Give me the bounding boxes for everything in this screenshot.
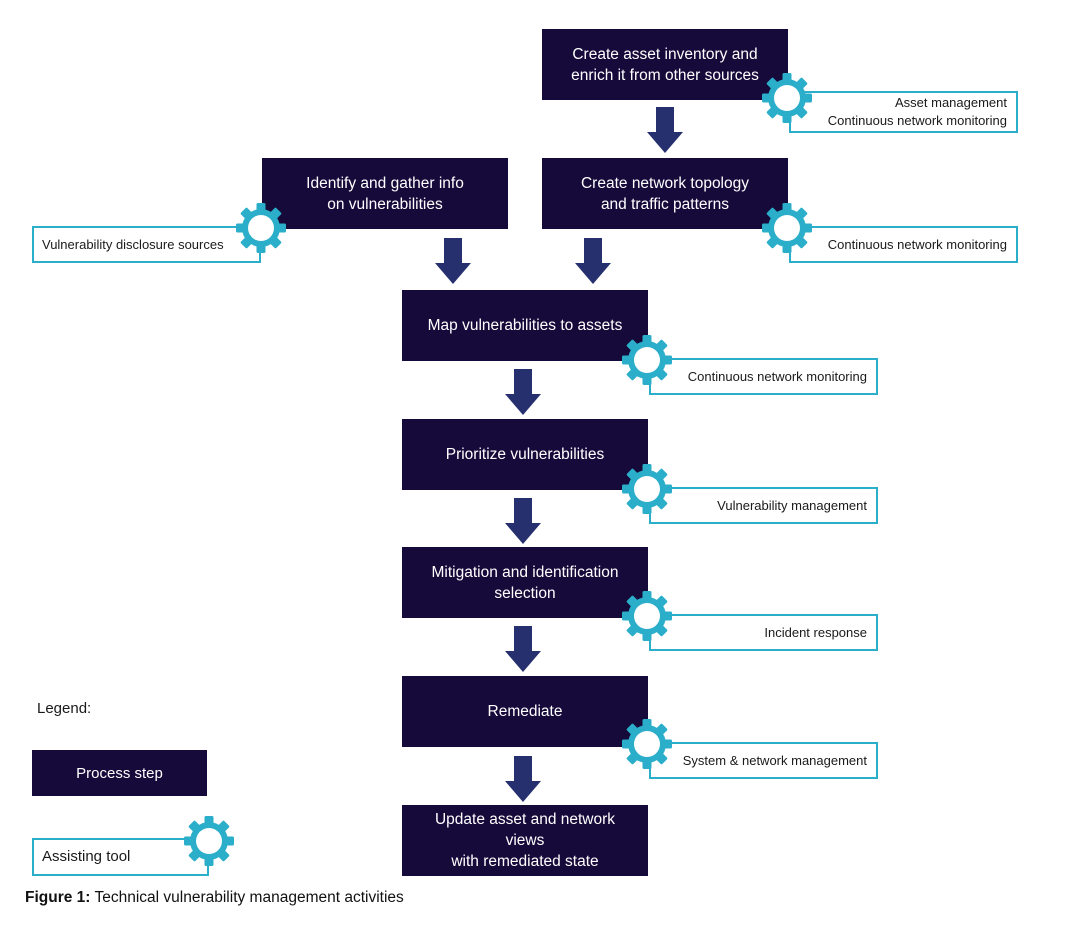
legend-assisting-tool: Assisting tool xyxy=(32,838,209,876)
tool-box-mitigation: Incident response xyxy=(649,614,878,651)
step-identify-vulnerabilities: Identify and gather info on vulnerabilit… xyxy=(262,158,508,229)
tool-label-vulnerability-management: Vulnerability management xyxy=(717,497,867,513)
step-label: Create network topology and traffic patt… xyxy=(580,174,749,213)
step-remediate: Remediate xyxy=(402,676,648,747)
legend-process-step: Process step xyxy=(32,750,207,796)
figure-caption: Figure 1: Technical vulnerability manage… xyxy=(25,889,404,907)
step-label: Create asset inventory and enrich it fro… xyxy=(571,45,759,84)
gear-icon xyxy=(183,815,235,867)
legend-assisting-tool-label: Assisting tool xyxy=(42,848,131,865)
gear-icon xyxy=(621,334,673,386)
step-create-asset-inventory: Create asset inventory and enrich it fro… xyxy=(542,29,788,100)
step-map-vulnerabilities: Map vulnerabilities to assets xyxy=(402,290,648,361)
step-update-views: Update asset and network views with reme… xyxy=(402,805,648,876)
arrow-down-icon xyxy=(435,238,471,284)
gear-icon xyxy=(761,72,813,124)
tool-label-continuous-network-monitoring: Continuous network monitoring xyxy=(827,236,1007,252)
caption-text: Technical vulnerability management activ… xyxy=(94,889,404,906)
tool-box-inventory: Asset management Continuous network moni… xyxy=(789,91,1018,133)
step-label: Prioritize vulnerabilities xyxy=(445,446,605,463)
gear-icon xyxy=(621,718,673,770)
step-label: Map vulnerabilities to assets xyxy=(427,317,623,334)
step-label: Remediate xyxy=(487,703,563,720)
step-label: Update asset and network views with reme… xyxy=(434,811,616,870)
arrow-down-icon xyxy=(505,369,541,415)
tool-label-system-network-management: System & network management xyxy=(682,752,867,768)
tool-box-prioritize: Vulnerability management xyxy=(649,487,878,524)
gear-icon xyxy=(621,590,673,642)
tool-label-vulnerability-disclosure-sources: Vulnerability disclosure sources xyxy=(42,236,224,252)
gear-icon xyxy=(235,202,287,254)
tool-label-asset-management: Asset management xyxy=(894,95,1007,110)
tool-label-incident-response: Incident response xyxy=(764,624,867,640)
caption-label: Figure 1: xyxy=(25,889,91,906)
tool-box-identify: Vulnerability disclosure sources xyxy=(32,226,261,263)
legend-title: Legend: xyxy=(37,700,92,717)
gear-icon xyxy=(761,202,813,254)
step-prioritize-vulnerabilities: Prioritize vulnerabilities xyxy=(402,419,648,490)
step-label: Identify and gather info on vulnerabilit… xyxy=(306,174,464,213)
arrow-down-icon xyxy=(575,238,611,284)
step-mitigation-selection: Mitigation and identification selection xyxy=(402,547,648,618)
tool-box-map: Continuous network monitoring xyxy=(649,358,878,395)
tool-box-remediate: System & network management xyxy=(649,742,878,779)
arrow-down-icon xyxy=(505,626,541,672)
step-label: Mitigation and identification selection xyxy=(431,563,619,602)
tool-label-continuous-network-monitoring: Continuous network monitoring xyxy=(827,113,1007,128)
legend-process-step-label: Process step xyxy=(76,764,163,782)
tool-box-topology: Continuous network monitoring xyxy=(789,226,1018,263)
arrow-down-icon xyxy=(505,498,541,544)
tool-label-continuous-network-monitoring: Continuous network monitoring xyxy=(687,368,867,384)
gear-icon xyxy=(621,463,673,515)
arrow-down-icon xyxy=(647,107,683,153)
arrow-down-icon xyxy=(505,756,541,802)
step-create-network-topology: Create network topology and traffic patt… xyxy=(542,158,788,229)
